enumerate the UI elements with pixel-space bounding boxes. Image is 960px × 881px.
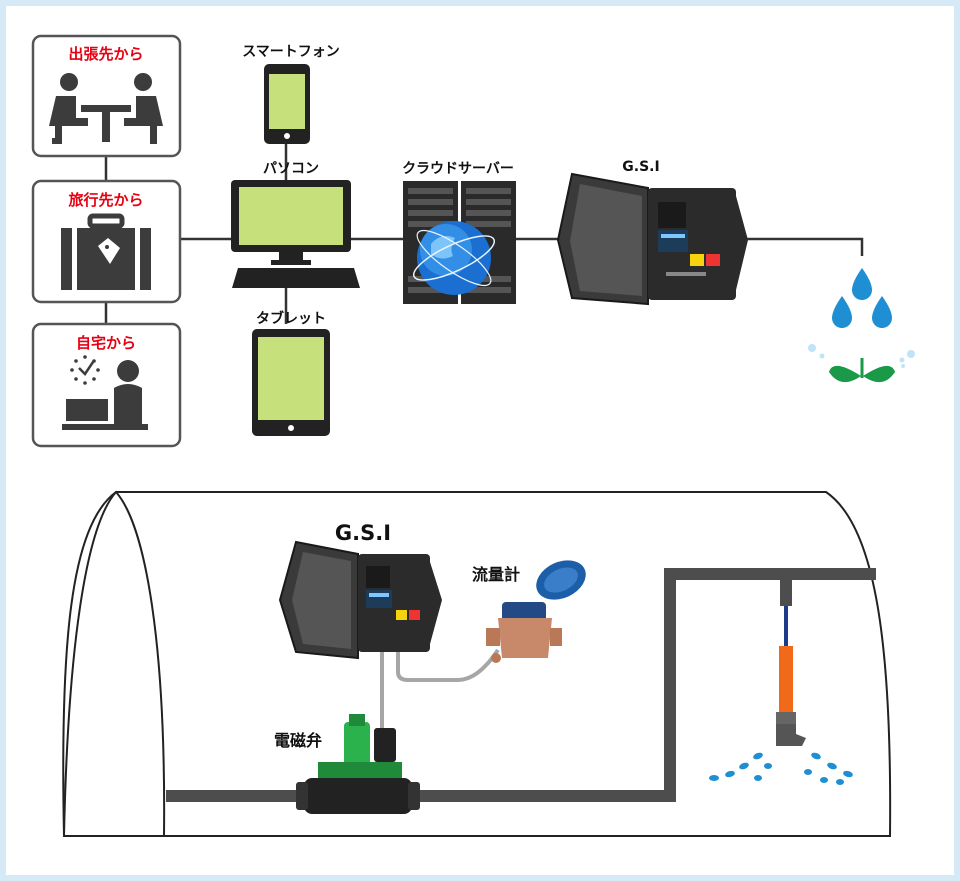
- globe-icon: [412, 221, 496, 295]
- location-business-trip-label: 出張先から: [68, 45, 143, 63]
- cloud-server-label: クラウドサーバー: [402, 161, 514, 177]
- remote-work-icon: [62, 355, 148, 430]
- network-diagram: 出張先から 旅行先から: [31, 34, 915, 448]
- flow-meter: 流量計: [472, 560, 586, 663]
- cloud-server: クラウドサーバー: [402, 161, 516, 304]
- flow-meter-label: 流量計: [472, 565, 520, 584]
- gsi-controller-top: G.S.I: [556, 159, 748, 306]
- greenhouse-diagram: G.S.I 流量計 電磁弁: [62, 490, 892, 837]
- water-spray: [709, 752, 853, 785]
- smartphone-label: スマートフォン: [242, 44, 340, 60]
- gsi-top-label: G.S.I: [622, 159, 659, 175]
- clock-icon: [70, 355, 100, 385]
- smartphone-device: スマートフォン: [242, 44, 340, 144]
- solenoid-valve-label: 電磁弁: [274, 731, 322, 750]
- suitcase-icon: [61, 213, 151, 290]
- location-business-trip: 出張先から: [31, 34, 182, 158]
- connection-lines: [104, 140, 864, 324]
- solenoid-valve: 電磁弁: [274, 714, 420, 814]
- location-travel: 旅行先から: [31, 179, 182, 304]
- signal-cables: [380, 646, 500, 728]
- diagram-canvas: 出張先から 旅行先から: [6, 6, 954, 875]
- water-pipe: [166, 568, 876, 802]
- pc-label: パソコン: [263, 161, 319, 177]
- greenhouse-outline: [62, 490, 892, 837]
- pc-device: パソコン: [231, 161, 360, 288]
- tablet-label: タブレット: [256, 310, 326, 327]
- water-plant-icon: [808, 268, 915, 383]
- location-home: 自宅から: [31, 322, 182, 448]
- meeting-icon: [49, 73, 163, 144]
- location-home-label: 自宅から: [76, 334, 136, 352]
- tablet-device: タブレット: [252, 310, 330, 436]
- sprinkler: [709, 606, 853, 785]
- gsi-controller-bottom: G.S.I: [278, 521, 442, 660]
- gsi-bottom-label: G.S.I: [335, 521, 391, 545]
- location-travel-label: 旅行先から: [68, 191, 143, 209]
